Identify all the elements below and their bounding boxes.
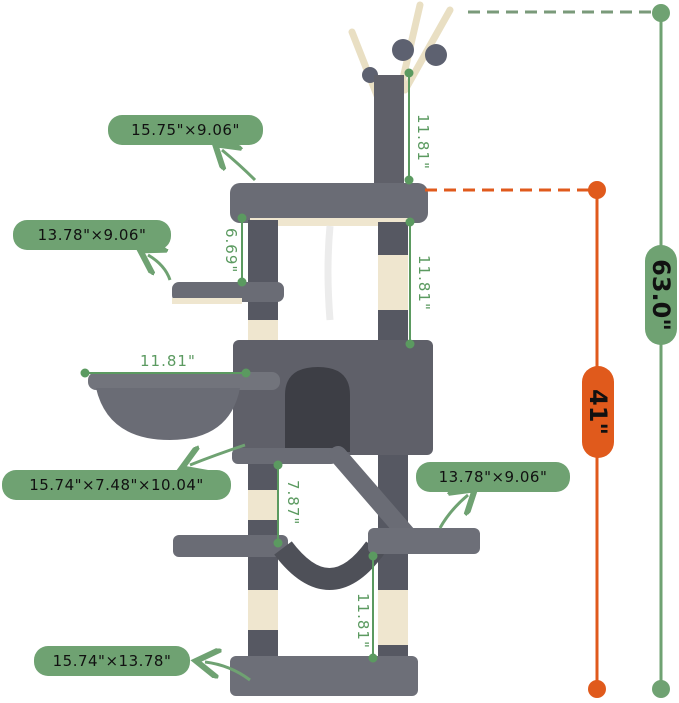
right-platform	[368, 528, 480, 554]
callout-basket-condo: 15.74"×7.48"×10.04"	[2, 470, 231, 500]
label-perch-to-condo: 11.81"	[415, 255, 433, 311]
label-right-platform-to-base: 11.81"	[354, 593, 372, 649]
label-perch-to-left-platform: 6.69"	[222, 228, 240, 274]
label-condo-to-hammock: 7.87"	[284, 480, 302, 526]
overall-height-indicator	[468, 4, 670, 698]
overall-height-badge: 63.0"	[645, 245, 677, 345]
top-perch	[230, 183, 428, 223]
dimension-lines	[80, 68, 415, 663]
callout-upper-left-platform: 13.78"×9.06"	[13, 220, 171, 250]
label-basket-diameter: 11.81"	[140, 352, 196, 370]
callout-right-platform: 13.78"×9.06"	[416, 462, 570, 492]
top-post	[374, 75, 404, 185]
callout-top-perch: 15.75"×9.06"	[108, 115, 263, 145]
left-platform	[173, 535, 288, 557]
callout-arrows	[148, 150, 468, 682]
mid-shelf	[232, 448, 337, 464]
overall-height-label: 63.0"	[647, 259, 675, 331]
partial-height-indicator	[425, 181, 606, 698]
ramp	[329, 446, 419, 547]
partial-height-badge: 41"	[582, 366, 614, 458]
upper-left-platform	[172, 282, 284, 302]
label-top-post-height: 11.81"	[414, 114, 432, 170]
basket-rim	[88, 372, 280, 390]
base	[230, 656, 418, 696]
basket	[96, 388, 240, 440]
callout-base: 15.74"×13.78"	[34, 646, 190, 676]
partial-height-label: 41"	[584, 389, 612, 435]
hammock	[274, 541, 384, 590]
